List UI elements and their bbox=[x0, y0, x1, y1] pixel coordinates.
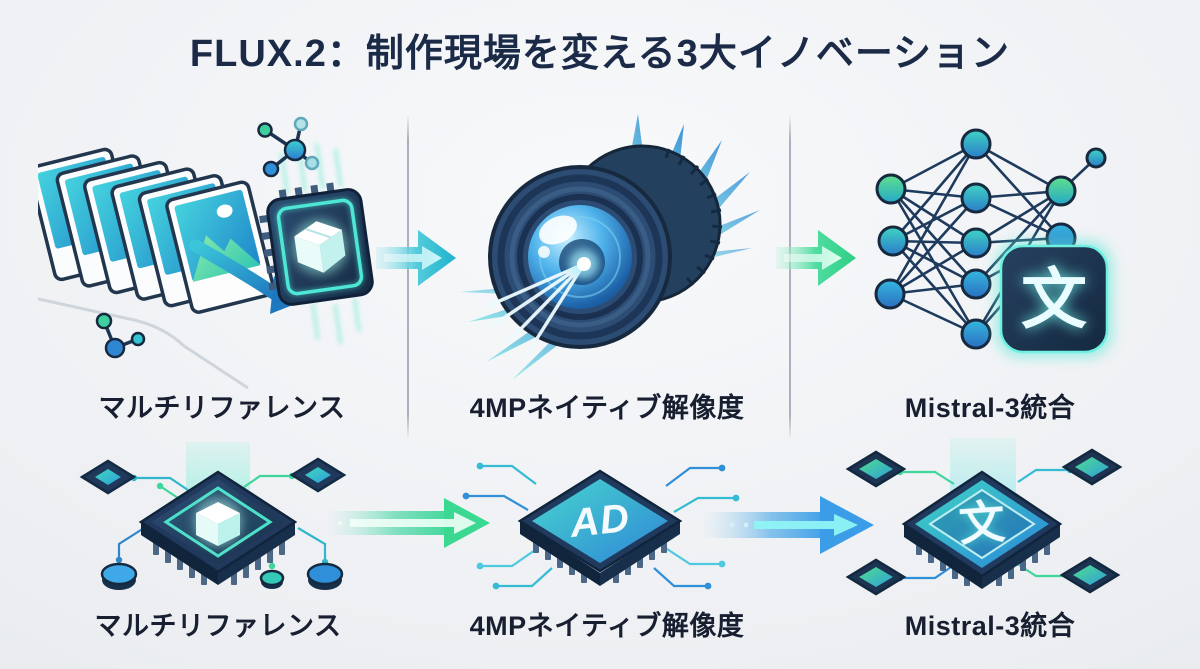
mini-chip-icon bbox=[845, 558, 907, 596]
lens-highlight bbox=[539, 215, 577, 245]
chip-icon bbox=[259, 141, 374, 345]
arrow-right-icon bbox=[376, 230, 456, 286]
mini-chip-icon bbox=[845, 450, 907, 488]
background-curve-line bbox=[38, 297, 249, 390]
circuit-traces bbox=[117, 474, 327, 566]
multi-reference-illustration bbox=[38, 106, 384, 394]
photo-stack-icon bbox=[38, 147, 276, 314]
photo-stack-to-chip-icon bbox=[38, 116, 374, 390]
mini-chip-icon bbox=[1061, 448, 1123, 486]
sun-shape bbox=[216, 204, 233, 218]
multi-reference-chip-illustration bbox=[52, 442, 364, 608]
translate-glyph: 文 bbox=[1021, 262, 1087, 336]
caption-mistral-3: Mistral-3統合 bbox=[904, 611, 1076, 641]
translate-app-icon: 文 bbox=[995, 240, 1113, 358]
flow-arrow bbox=[328, 494, 494, 552]
cpu-chip-icon: 文 bbox=[901, 470, 1063, 589]
node-cylinder-icon bbox=[259, 569, 285, 589]
circuit-traces bbox=[466, 464, 736, 588]
caption-multi-reference: マルチリファレンス bbox=[98, 393, 346, 423]
mistral-integration-illustration: 文 bbox=[843, 116, 1179, 386]
arrow-right-icon bbox=[328, 498, 490, 548]
chip-ad-text: AD bbox=[567, 496, 632, 546]
cube-icon bbox=[294, 221, 346, 273]
network-nodes bbox=[874, 128, 1107, 350]
glow-streaks bbox=[279, 141, 362, 345]
translate-cpu-chip-icon: 文 bbox=[845, 438, 1123, 596]
caption-mistral-3: Mistral-3統合 bbox=[904, 393, 1076, 423]
arrow-right-icon bbox=[702, 496, 874, 554]
cube-cpu-chip-icon bbox=[79, 442, 347, 590]
cpu-chip-icon: AD bbox=[517, 469, 683, 586]
ad-cpu-chip-icon: AD bbox=[462, 462, 740, 590]
flow-arrow bbox=[702, 492, 878, 558]
lens-flare bbox=[486, 249, 599, 358]
mini-chip-icon bbox=[1059, 556, 1121, 594]
trace-dots bbox=[115, 472, 329, 570]
flow-arrow bbox=[776, 226, 858, 290]
flow-arrow bbox=[376, 226, 458, 290]
column-divider bbox=[789, 114, 791, 440]
resolution-chip-illustration: AD bbox=[450, 448, 752, 608]
cpu-chip-icon bbox=[138, 470, 298, 585]
camera-lens-burst-icon bbox=[460, 114, 760, 380]
node-cylinder-icon bbox=[100, 562, 138, 590]
page-title: FLUX.2：制作現場を変える3大イノベーション bbox=[189, 33, 1011, 75]
column-divider bbox=[407, 114, 409, 440]
mini-chip-icon bbox=[79, 459, 137, 495]
arrow-right-icon bbox=[776, 230, 856, 286]
cube-icon bbox=[196, 502, 240, 546]
caption-4mp-resolution: 4MPネイティブ解像度 bbox=[469, 393, 745, 423]
mistral-chip-illustration: 文 bbox=[840, 438, 1182, 608]
neural-network-translate-icon: 文 bbox=[874, 128, 1113, 358]
mini-chip-icon bbox=[289, 457, 347, 493]
translate-glyph: 文 bbox=[957, 495, 1007, 550]
molecule-icon bbox=[257, 116, 320, 178]
native-resolution-illustration bbox=[452, 112, 774, 388]
trace-dots bbox=[462, 462, 740, 590]
caption-4mp-resolution: 4MPネイティブ解像度 bbox=[469, 611, 745, 641]
caption-multi-reference: マルチリファレンス bbox=[94, 611, 342, 641]
molecule-icon bbox=[95, 312, 146, 359]
node-cylinder-icon bbox=[306, 562, 344, 590]
